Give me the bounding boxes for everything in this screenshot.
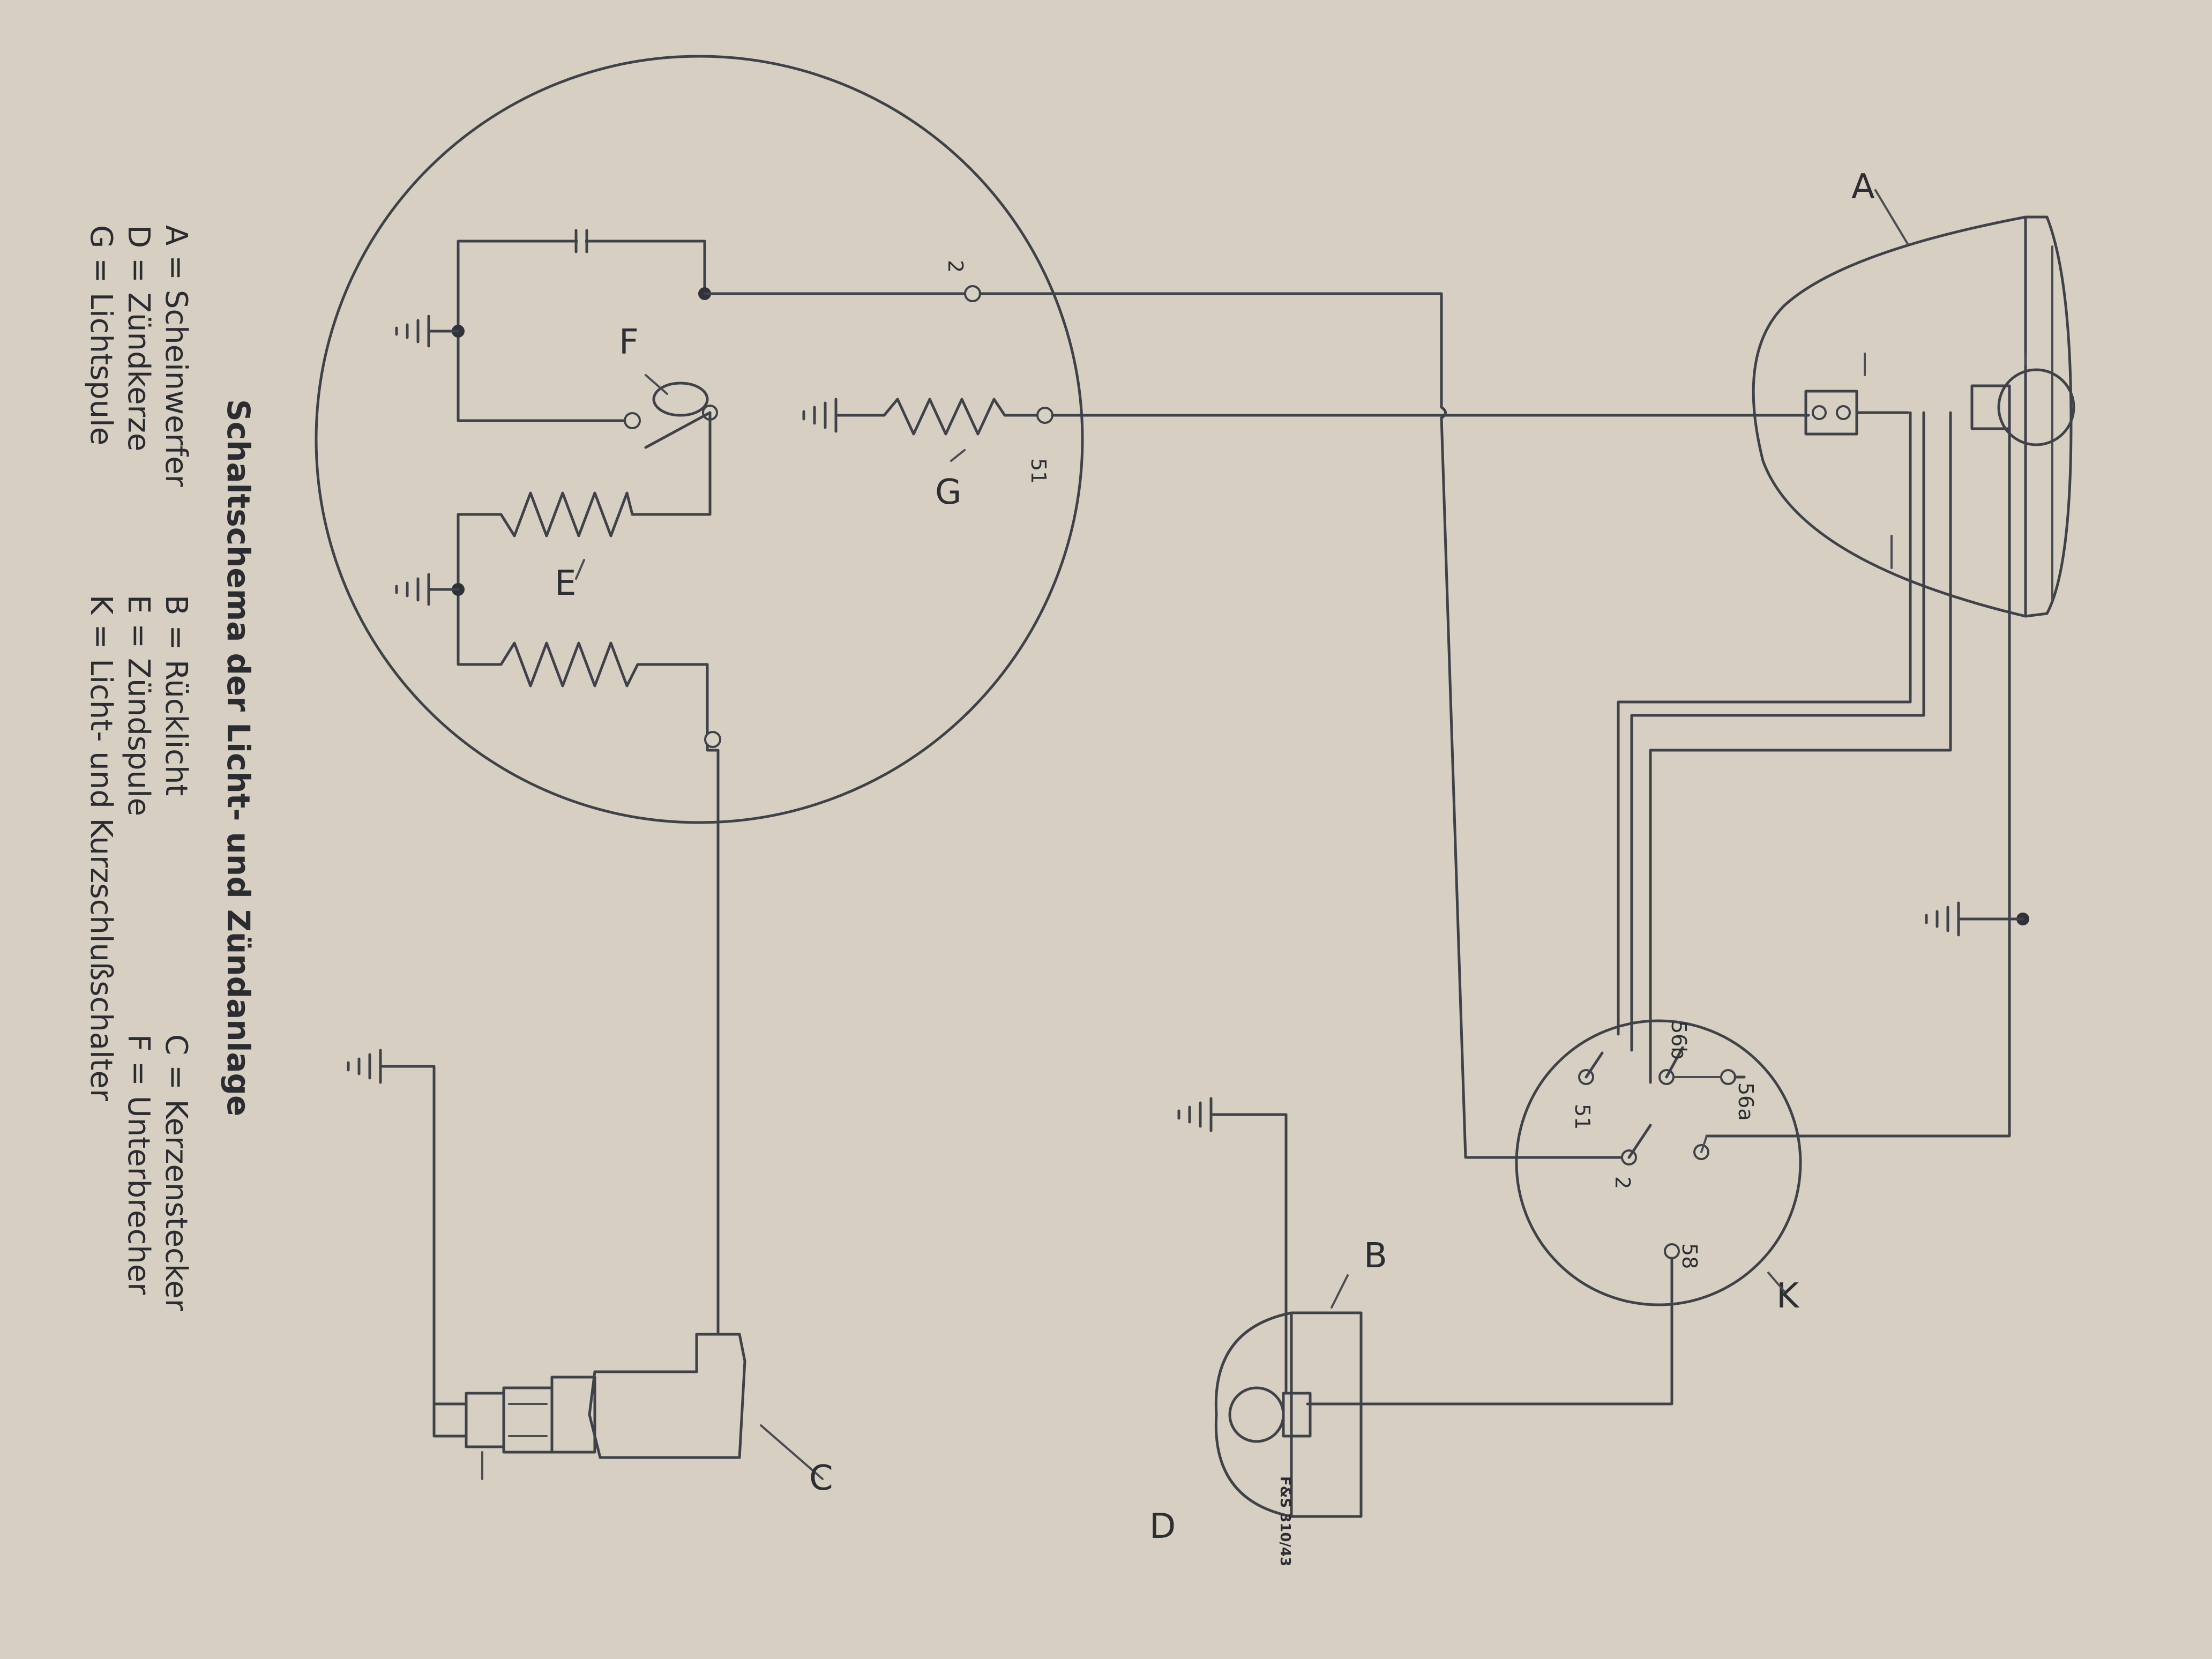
switch-56a-label: 56a bbox=[1734, 1082, 1758, 1121]
magneto-terminal-2: 2 bbox=[698, 260, 981, 302]
switch-56b-label: 56b bbox=[1667, 1021, 1691, 1059]
switch-51-label: 51 bbox=[1571, 1104, 1594, 1130]
wire-harness bbox=[704, 292, 1810, 1336]
magneto-housing bbox=[315, 55, 1084, 824]
spark-plug-connector-c: C bbox=[588, 1333, 833, 1498]
legend-a: A = Scheinwerfer bbox=[159, 225, 193, 488]
label-g: G bbox=[935, 473, 962, 512]
wire-58 bbox=[1306, 1257, 1673, 1406]
ground-symbol bbox=[1925, 901, 2024, 937]
terminal-2-label: 2 bbox=[944, 260, 967, 273]
legend-c: C = Kerzenstecker bbox=[159, 1034, 193, 1312]
legend-g: G = Lichtspule bbox=[84, 225, 118, 445]
headlamp-wiring bbox=[1617, 411, 2029, 1138]
legend-col2: B = Rücklicht E = Zündspule K = Licht- u… bbox=[84, 595, 193, 1102]
switch-terminal-56a bbox=[1720, 1069, 1736, 1085]
capacitor-symbol bbox=[574, 229, 588, 253]
ground-symbol bbox=[395, 573, 460, 606]
switch-k: 51 56b 56a 2 58 K bbox=[1515, 1019, 1802, 1316]
switch-2-label: 2 bbox=[1611, 1176, 1634, 1189]
legend-b: B = Rücklicht bbox=[159, 595, 193, 796]
terminal-51 bbox=[1036, 407, 1053, 424]
legend-col1: A = Scheinwerfer D = Zündkerze G = Licht… bbox=[84, 225, 193, 488]
ground-symbol bbox=[802, 398, 838, 433]
ground-symbol bbox=[347, 1049, 436, 1416]
label-f: F bbox=[619, 323, 639, 362]
legend-e: E = Zündspule bbox=[121, 595, 156, 816]
caption-block: Schaltschema der Licht- und Zündanlage bbox=[220, 399, 257, 1116]
label-d: D bbox=[1149, 1507, 1176, 1546]
figure-code: F&S 310/43 bbox=[1277, 1476, 1293, 1566]
label-a: A bbox=[1851, 167, 1875, 207]
label-k: K bbox=[1776, 1276, 1800, 1316]
capacitor-circuit bbox=[395, 229, 706, 422]
interrupter-f: F bbox=[619, 323, 718, 449]
legend-f: F = Unterbrecher bbox=[121, 1034, 156, 1295]
label-b: B bbox=[1364, 1236, 1387, 1276]
spark-plug-d: D bbox=[347, 1049, 1176, 1546]
tail-lamp-b: B bbox=[1177, 1097, 1387, 1518]
ignition-coil-e: E bbox=[395, 411, 712, 741]
ground-symbol bbox=[1177, 1097, 1288, 1132]
switch-terminal-58 bbox=[1664, 1243, 1680, 1259]
diagram-title: Schaltschema der Licht- und Zündanlage bbox=[220, 399, 257, 1116]
legend-k: K = Licht- und Kurzschlußschalter bbox=[84, 595, 118, 1102]
switch-58-label: 58 bbox=[1678, 1243, 1701, 1269]
lighting-coil-g: 51 G bbox=[802, 398, 1053, 512]
legend-d: D = Zündkerze bbox=[121, 225, 156, 451]
headlamp-a: A bbox=[1752, 167, 2075, 618]
label-e: E bbox=[555, 564, 576, 603]
legend-col3: C = Kerzenstecker F = Unterbrecher bbox=[121, 1034, 193, 1312]
ground-symbol bbox=[395, 315, 460, 348]
terminal-51-label: 51 bbox=[1027, 458, 1050, 484]
label-c: C bbox=[809, 1459, 833, 1498]
